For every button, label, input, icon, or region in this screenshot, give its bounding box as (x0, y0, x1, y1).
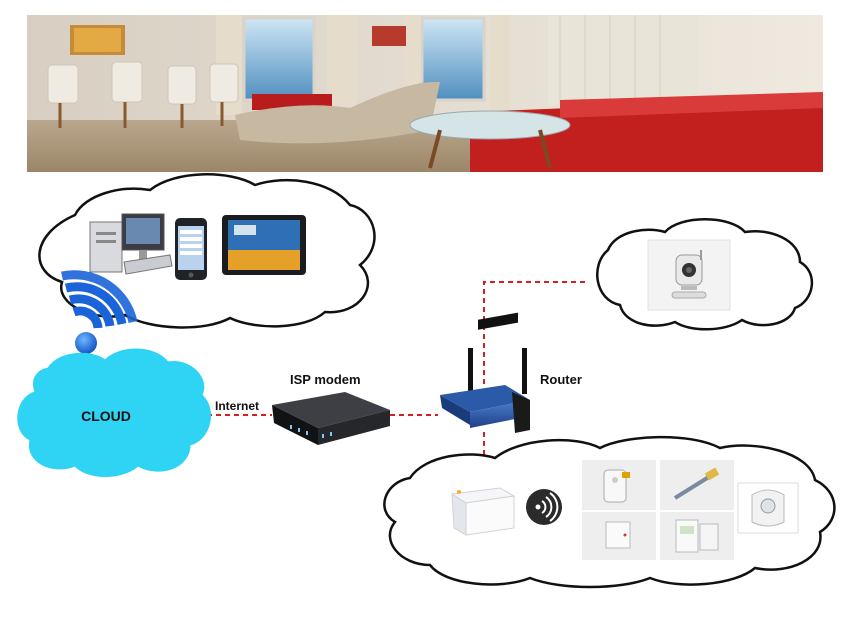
door-sensor-tile (660, 460, 734, 510)
wall-switch-tile (582, 512, 656, 560)
wifi-dot (75, 332, 97, 354)
wifi-signal-icon (61, 270, 138, 329)
home-gateway-icon (450, 487, 516, 536)
camera-cloud (596, 218, 814, 331)
motion-sensor-tile (737, 482, 799, 534)
internet-cloud (17, 348, 211, 477)
smart-devices-cloud (383, 435, 836, 589)
living-room-photo (27, 15, 823, 172)
internet-label: Internet (215, 399, 259, 413)
thermostat-tile (660, 512, 734, 560)
smart-plug-tile (582, 460, 656, 510)
wireless-signal-icon (526, 489, 562, 525)
smartphone-icon (175, 218, 207, 280)
tablet-icon (222, 215, 306, 275)
router-camera-link (483, 281, 588, 384)
desktop-computer-icon (89, 213, 173, 275)
isp-modem-label: ISP modem (290, 372, 361, 387)
router-label: Router (540, 372, 582, 387)
security-camera-icon (647, 239, 731, 311)
cloud-label: CLOUD (81, 408, 131, 424)
router-icon (440, 312, 530, 433)
isp-modem-icon (272, 392, 390, 445)
